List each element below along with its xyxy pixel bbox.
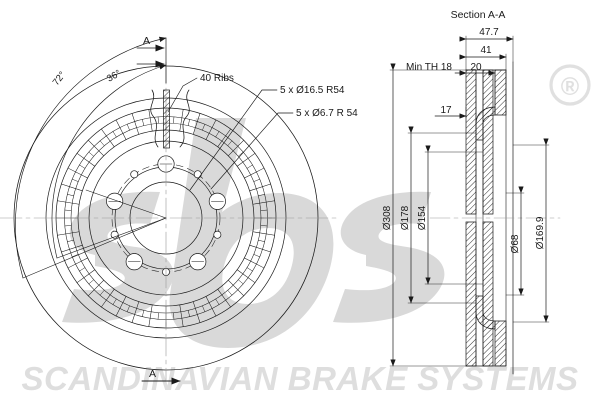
angular-dimensions: 72° 36° (15, 36, 167, 279)
center-lines (0, 61, 341, 381)
hat-cylinder-upper (494, 69, 507, 116)
callout-ribs-label: 40 Ribs (200, 73, 234, 84)
rib-section-hatch (163, 89, 170, 149)
disc-section-profile (429, 61, 561, 375)
small-hole (110, 230, 119, 239)
front-view: 72° 36° A A (0, 35, 358, 385)
registered-symbol-glyph: ® (561, 73, 580, 101)
registered-trademark-icon: ® (549, 64, 591, 106)
arc-72 (15, 36, 167, 279)
angle-36-label: 36° (105, 68, 123, 85)
section-label-top: A (143, 35, 150, 47)
small-hole (193, 170, 202, 179)
dim-hat-height: 20 (470, 62, 482, 73)
vertical-dimensions: Ø308 Ø178 Ø154 Ø68 (382, 63, 550, 367)
sbs-logo-watermark (62, 118, 445, 348)
dim-inner-face-dia: Ø178 (400, 205, 411, 230)
section-view-title: Section A-A (451, 9, 506, 21)
callout-small-holes-label: 5 x Ø6.7 R 54 (296, 108, 358, 119)
dim-outer-dia: Ø308 (382, 205, 393, 230)
horizontal-dimensions: 47.7 41 20 Min TH 18 17 (406, 27, 514, 119)
section-arrow-top: A (136, 35, 167, 84)
section-arrow-bottom: A (141, 368, 181, 385)
small-hole (130, 170, 139, 179)
dim-overall-width: 47.7 (479, 27, 499, 38)
section-label-bottom: A (149, 368, 156, 380)
dim-min-thickness: Min TH 18 (406, 62, 452, 73)
callout-bolt-holes-label: 5 x Ø16.5 R54 (280, 85, 345, 96)
hat-cylinder-lower (494, 320, 507, 367)
dim-hat-dia: Ø154 (417, 205, 428, 230)
dim-hat-offset: 41 (480, 45, 492, 56)
section-view: Section A-A (382, 9, 561, 375)
dim-mount-dia: Ø169.9 (535, 216, 546, 249)
angle-72-label: 72° (51, 70, 69, 88)
arc-36 (51, 64, 167, 259)
dim-center-bore: Ø68 (510, 234, 521, 253)
rib-detail-break (150, 89, 190, 149)
callout-leaders: 40 Ribs 5 x Ø16.5 R54 5 x Ø6.7 R 54 (85, 73, 358, 219)
dim-pad-contact: 17 (440, 105, 452, 116)
small-hole (213, 230, 222, 239)
